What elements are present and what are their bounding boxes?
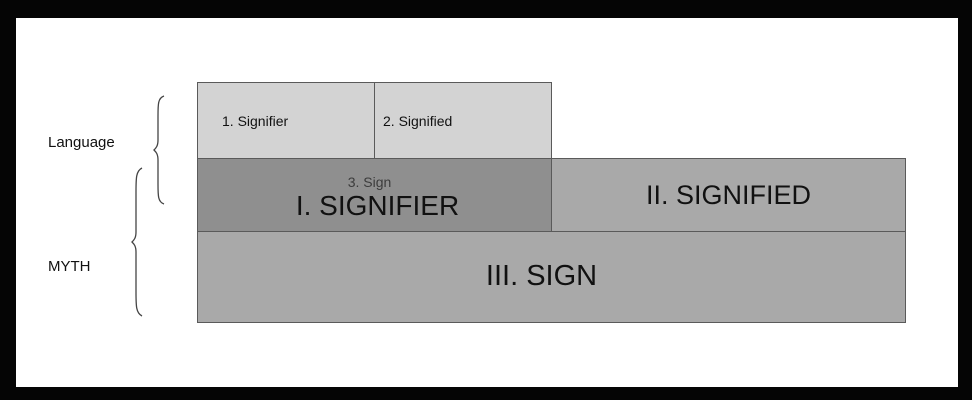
language-label: Language (48, 134, 115, 151)
signified-II-label: II. SIGNIFIED (645, 179, 812, 210)
diagram-frame: Language MYTH III. SIGN II. SIGNIFIED 3.… (16, 18, 958, 387)
sign-3-label: 3. Sign (347, 174, 392, 190)
myth-brace (131, 167, 143, 317)
signified-II-box: II. SIGNIFIED (551, 158, 906, 232)
signified-2-box: 2. Signified (374, 82, 552, 159)
sign-III-box: III. SIGN (197, 230, 906, 323)
signifier-I-box: 3. Sign I. SIGNIFIER (197, 158, 552, 232)
signified-2-label: 2. Signified (383, 112, 453, 129)
language-brace (153, 95, 165, 205)
signifier-1-box: 1. Signifier (197, 82, 375, 159)
signifier-1-label: 1. Signifier (222, 112, 289, 129)
sign-III-label: III. SIGN (485, 260, 598, 292)
signifier-I-label: I. SIGNIFIER (295, 190, 460, 221)
myth-label: MYTH (48, 258, 91, 275)
